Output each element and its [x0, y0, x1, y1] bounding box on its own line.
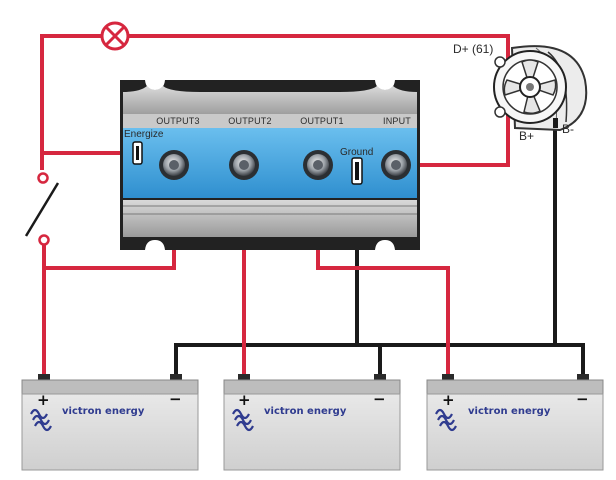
battery-2-plus: + — [238, 391, 251, 409]
battery-1-minus: − — [169, 390, 182, 408]
victron-logo-icon — [232, 408, 254, 432]
lamp-circuit-wire — [40, 34, 510, 170]
terminal-output3 — [159, 150, 189, 180]
port-label-input: INPUT — [383, 116, 411, 126]
battery-1-plus: + — [37, 391, 50, 409]
battery-3-minus: − — [576, 390, 589, 408]
port-label-output2: OUTPUT2 — [228, 116, 271, 126]
terminal-output1 — [303, 150, 333, 180]
battery-2: + − victron energy — [223, 374, 401, 471]
victron-logo-icon — [435, 408, 457, 432]
switch-icon — [24, 172, 60, 246]
terminal-input — [381, 150, 411, 180]
battery-1-brand: victron energy — [62, 406, 145, 417]
battery-3-plus: + — [442, 391, 455, 409]
alternator-d-plus-label: D+ (61) — [453, 42, 493, 56]
port-label-output1: OUTPUT1 — [300, 116, 343, 126]
ground-label: Ground — [340, 147, 373, 158]
lamp-icon — [100, 21, 130, 51]
battery-3-brand: victron energy — [468, 406, 551, 417]
alternator-icon — [493, 45, 588, 132]
battery-2-brand: victron energy — [264, 406, 347, 417]
victron-logo-icon — [30, 408, 52, 432]
battery-3: + − victron energy — [426, 374, 604, 471]
battery-isolator: OUTPUT3 OUTPUT2 OUTPUT1 INPUT Energize G… — [120, 80, 420, 250]
terminal-output2 — [229, 150, 259, 180]
battery-1: + − victron energy — [21, 374, 199, 471]
port-label-output3: OUTPUT3 — [156, 116, 199, 126]
battery-2-minus: − — [373, 390, 386, 408]
energize-label: Energize — [124, 129, 164, 140]
alternator-b-plus-label: B+ — [519, 129, 534, 143]
alternator-b-minus-label: B- — [562, 122, 574, 136]
input-wire — [398, 115, 510, 167]
